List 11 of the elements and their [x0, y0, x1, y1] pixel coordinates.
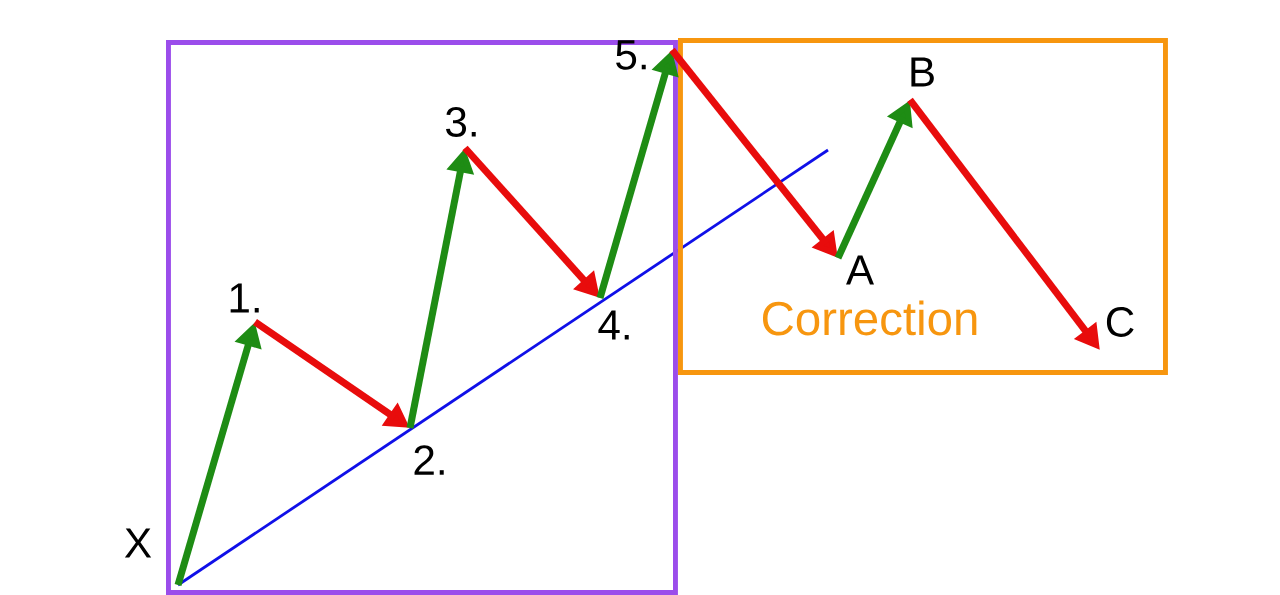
wave-point-label: A: [846, 255, 874, 285]
wave-point-label: X: [124, 528, 152, 558]
wave-point-label: C: [1106, 307, 1134, 337]
trend-line: [177, 148, 829, 587]
impulse-box: [166, 40, 678, 595]
wave-point-label: 1.: [230, 283, 259, 313]
wave-point-label: 5.: [616, 40, 646, 70]
wave-point-label: 3.: [446, 107, 476, 137]
wave-point-label: 4.: [598, 310, 629, 340]
wave-point-label: 2.: [414, 445, 444, 475]
wave-point-label: B: [911, 57, 934, 87]
